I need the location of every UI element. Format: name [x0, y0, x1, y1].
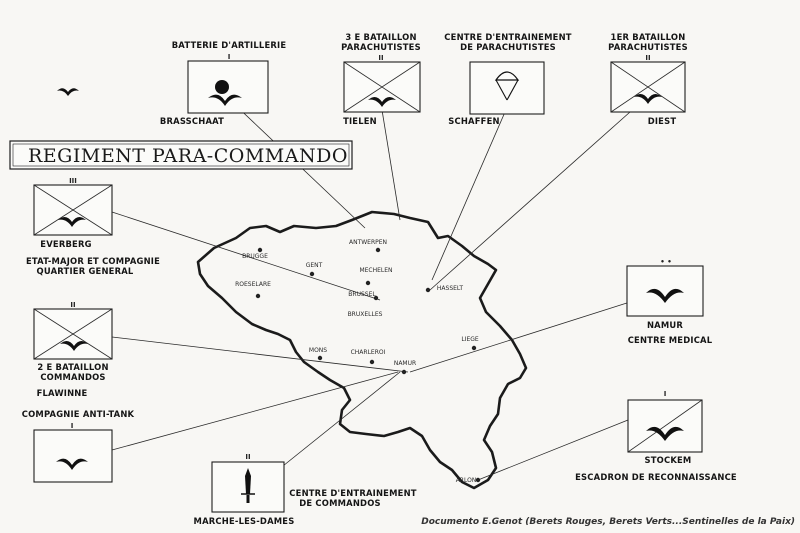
unit-label: BATTERIE D'ARTILLERIE	[172, 40, 287, 50]
unit-location: FLAWINNE	[37, 388, 88, 398]
unit-label-1: CENTRE D'ENTRAINEMENT	[289, 488, 416, 498]
unit-label-2: DE COMMANDOS	[299, 498, 381, 508]
wing-icon	[646, 288, 684, 303]
leader-centre-para	[431, 111, 506, 281]
city-mechelen: MECHELEN	[359, 267, 392, 274]
leader-bat3	[381, 109, 401, 221]
unit-location: SCHAFFEN	[448, 116, 499, 126]
leader-medical	[409, 301, 631, 373]
leader-lines	[111, 99, 631, 481]
unit-location: TIELEN	[343, 116, 377, 126]
unit-medical: • • NAMUR CENTRE MEDICAL	[626, 258, 713, 345]
echelon-mark: I	[71, 422, 74, 430]
leader-reco	[477, 419, 629, 481]
city-liege: LIEGE	[461, 336, 479, 343]
unit-centre-commando: II MARCHE-LES-DAMES CENTRE D'ENTRAINEMEN…	[194, 453, 417, 526]
echelon-mark: II	[70, 301, 75, 309]
city-bruxelles: BRUXELLES	[348, 311, 383, 318]
leader-bat2	[111, 336, 409, 373]
echelon-mark: II	[645, 54, 650, 62]
unit-label-2: DE PARACHUTISTES	[460, 42, 556, 52]
echelon-mark: • •	[660, 258, 671, 266]
unit-location: DIEST	[648, 116, 677, 126]
city-antwerpen: ANTWERPEN	[349, 239, 387, 246]
unit-centre-para: CENTRE D'ENTRAINEMENT DE PARACHUTISTES S…	[444, 32, 571, 126]
unit-label-1: 3 E BATAILLON	[345, 32, 416, 42]
wing-icon	[58, 216, 86, 227]
city-roeselare: ROESELARE	[235, 281, 271, 288]
wing-icon	[56, 458, 88, 470]
unit-location: STOCKEM	[645, 455, 692, 465]
source-credit: Documento E.Genot (Berets Rouges, Berets…	[421, 517, 795, 527]
unit-bat1: 1ER BATAILLON PARACHUTISTES II DIEST	[608, 32, 688, 126]
echelon-mark: III	[69, 177, 77, 185]
leader-bat1	[429, 111, 631, 291]
belgium-outline	[196, 210, 528, 490]
unit-location: NAMUR	[647, 320, 683, 330]
unit-bat3: 3 E BATAILLON PARACHUTISTES II TIELEN	[341, 32, 421, 126]
city-brussel: BRUSSEL	[348, 291, 376, 298]
wing-icon	[368, 96, 396, 107]
unit-reco: I STOCKEM ESCADRON DE RECONNAISSANCE	[575, 390, 737, 482]
unit-anti-tank: COMPAGNIE ANTI-TANK I	[22, 409, 135, 483]
bird-icon	[57, 88, 79, 96]
dagger-icon	[241, 468, 255, 503]
unit-label-1: CENTRE D'ENTRAINEMENT	[444, 32, 571, 42]
city-hasselt: HASSELT	[437, 285, 464, 292]
unit-label-2: QUARTIER GENERAL	[37, 266, 134, 276]
unit-label-1: 1ER BATAILLON	[611, 32, 686, 42]
parachute-icon	[494, 71, 520, 101]
unit-bat2: II 2 E BATAILLON COMMANDOS FLAWINNE	[33, 301, 113, 398]
wing-icon	[60, 340, 88, 351]
leader-centre-commando	[267, 371, 401, 479]
echelon-mark: I	[228, 53, 231, 61]
unit-label-1: ETAT-MAJOR ET COMPAGNIE	[26, 256, 160, 266]
city-mons: MONS	[309, 347, 327, 354]
city-markers: ANTWERPEN BRUGGE GENT MECHELEN ROESELARE…	[235, 239, 481, 484]
echelon-mark: II	[245, 453, 250, 461]
echelon-mark: I	[664, 390, 667, 398]
unit-label-1: 2 E BATAILLON	[37, 362, 108, 372]
unit-label: ESCADRON DE RECONNAISSANCE	[575, 472, 737, 482]
wing-icon	[634, 93, 662, 104]
leader-anti-tank	[111, 371, 399, 451]
title-banner: REGIMENT PARA-COMMANDO	[9, 140, 353, 170]
unit-label-2: PARACHUTISTES	[341, 42, 421, 52]
unit-etat-major: III EVERBERG ETAT-MAJOR ET COMPAGNIE QUA…	[26, 177, 160, 276]
unit-artillerie: BATTERIE D'ARTILLERIE I BRASSCHAAT	[160, 40, 286, 126]
unit-label-2: COMMANDOS	[40, 372, 105, 382]
wing-icon	[208, 94, 242, 106]
unit-location: MARCHE-LES-DAMES	[194, 516, 295, 526]
city-charleroi: CHARLEROI	[351, 349, 386, 356]
wing-icon	[646, 426, 684, 441]
unit-label: CENTRE MEDICAL	[628, 335, 713, 345]
unit-label: COMPAGNIE ANTI-TANK	[22, 409, 135, 419]
city-namur: NAMUR	[394, 360, 416, 367]
unit-location: EVERBERG	[40, 239, 91, 249]
unit-location: BRASSCHAAT	[160, 116, 224, 126]
leader-etat-major	[111, 211, 381, 301]
city-arlon: ARLON	[456, 477, 477, 484]
city-brugge: BRUGGE	[242, 253, 268, 260]
page-title: REGIMENT PARA-COMMANDO	[28, 145, 348, 167]
echelon-mark: II	[378, 54, 383, 62]
unit-label-2: PARACHUTISTES	[608, 42, 688, 52]
city-gent: GENT	[306, 262, 323, 269]
